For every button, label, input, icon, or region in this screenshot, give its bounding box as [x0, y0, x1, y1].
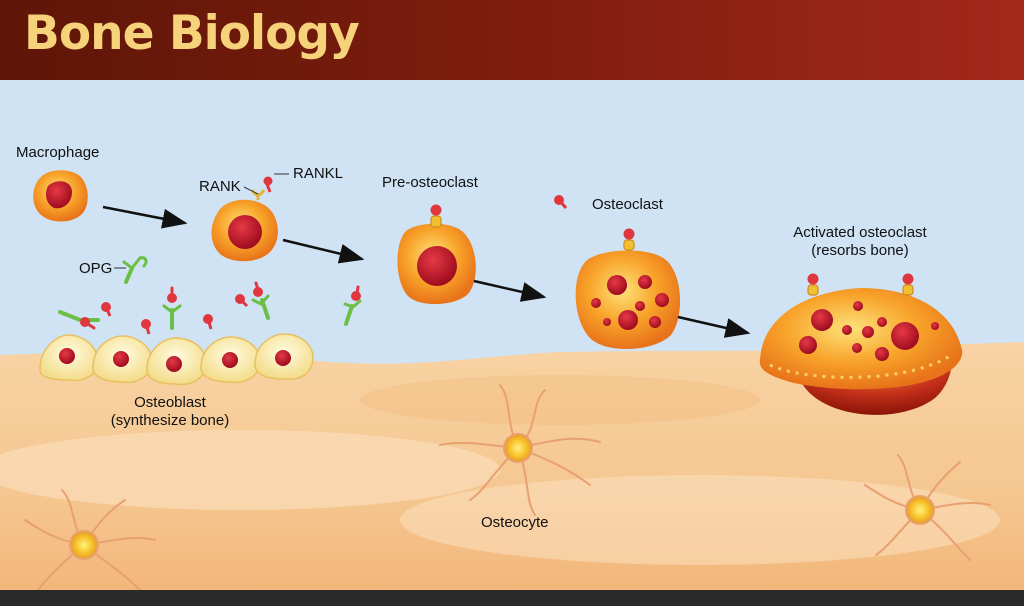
label-osteocyte: Osteocyte: [481, 514, 549, 531]
osteocyte-cell: [24, 489, 156, 591]
arrow-osteoclast-to-activated: [677, 315, 751, 338]
opg-rankl-complex: [58, 310, 100, 330]
rankl-ligand: [141, 319, 151, 335]
macrophage-cell: [33, 170, 88, 222]
free-rankl-group: [101, 195, 568, 335]
label-rankl: RANKL: [293, 165, 344, 182]
label-macrophage: Macrophage: [16, 144, 100, 161]
bone-texture: [360, 375, 760, 425]
rankl-ligand: [430, 204, 442, 216]
label-osteoblast-line1: Osteoblast: [134, 394, 206, 411]
label-activated-osteoclast-line2: (resorbs bone): [811, 242, 909, 259]
arrow-macrophage-to-precursor: [102, 205, 188, 229]
label-osteoclast: Osteoclast: [592, 196, 663, 213]
osteoblast-cell: [146, 337, 207, 386]
rank-leader-line: [243, 186, 259, 195]
osteoblast-row: [39, 333, 314, 386]
label-activated-osteoclast: Activated osteoclast (resorbs bone): [780, 224, 940, 260]
osteocyte-cell: [864, 454, 991, 561]
osteoblast-cell: [254, 333, 314, 381]
page-title: Bone Biology: [24, 6, 360, 61]
rankl-ligand: [807, 273, 819, 285]
rankl-ligand: [235, 294, 249, 308]
bone-texture: [400, 475, 1000, 565]
label-pre-osteoclast: Pre-osteoclast: [382, 174, 478, 191]
arrow-pre-osteoclast-to-osteoclast: [473, 279, 547, 302]
rankl-ligand: [203, 314, 213, 330]
opg-rankl-complex: [162, 286, 182, 330]
label-activated-osteoclast-line1: Activated osteoclast: [793, 224, 927, 241]
label-rank: RANK: [199, 178, 241, 195]
rank-precursor-cell: [211, 176, 278, 262]
process-arrows: [102, 205, 751, 338]
opg-free: [122, 256, 148, 284]
label-osteoblast-line2: (synthesize bone): [110, 412, 230, 429]
arrow-precursor-to-pre-osteoclast: [282, 238, 365, 264]
rankl-ligand: [902, 273, 914, 285]
pre-osteoclast-cell: [397, 204, 476, 305]
osteoblast-cell: [92, 335, 153, 384]
opg-rankl-complex: [343, 285, 362, 326]
opg-rankl-complex: [251, 281, 270, 320]
rankl-ligand: [623, 228, 635, 240]
osteoblast-cell: [39, 334, 99, 382]
rank-receptor: [807, 284, 819, 296]
rank-receptor: [623, 239, 635, 251]
rankl-ligand: [554, 195, 568, 209]
activated-osteoclast-cell: [759, 273, 963, 415]
rank-receptor: [902, 284, 914, 296]
bottom-bar: [0, 590, 1024, 606]
title-banner: Bone Biology: [0, 0, 1024, 80]
rank-receptor: [430, 215, 442, 228]
osteocyte-cell: [439, 384, 601, 516]
label-opg: OPG: [79, 260, 113, 277]
opg-complex-group: [58, 256, 362, 330]
rankl-ligand: [263, 176, 273, 186]
osteoclast-cell: [575, 228, 681, 350]
label-osteoblast: Osteoblast (synthesize bone): [100, 394, 240, 430]
rankl-ligand: [101, 302, 112, 317]
osteoblast-cell: [200, 336, 261, 384]
bone-texture: [0, 430, 500, 510]
